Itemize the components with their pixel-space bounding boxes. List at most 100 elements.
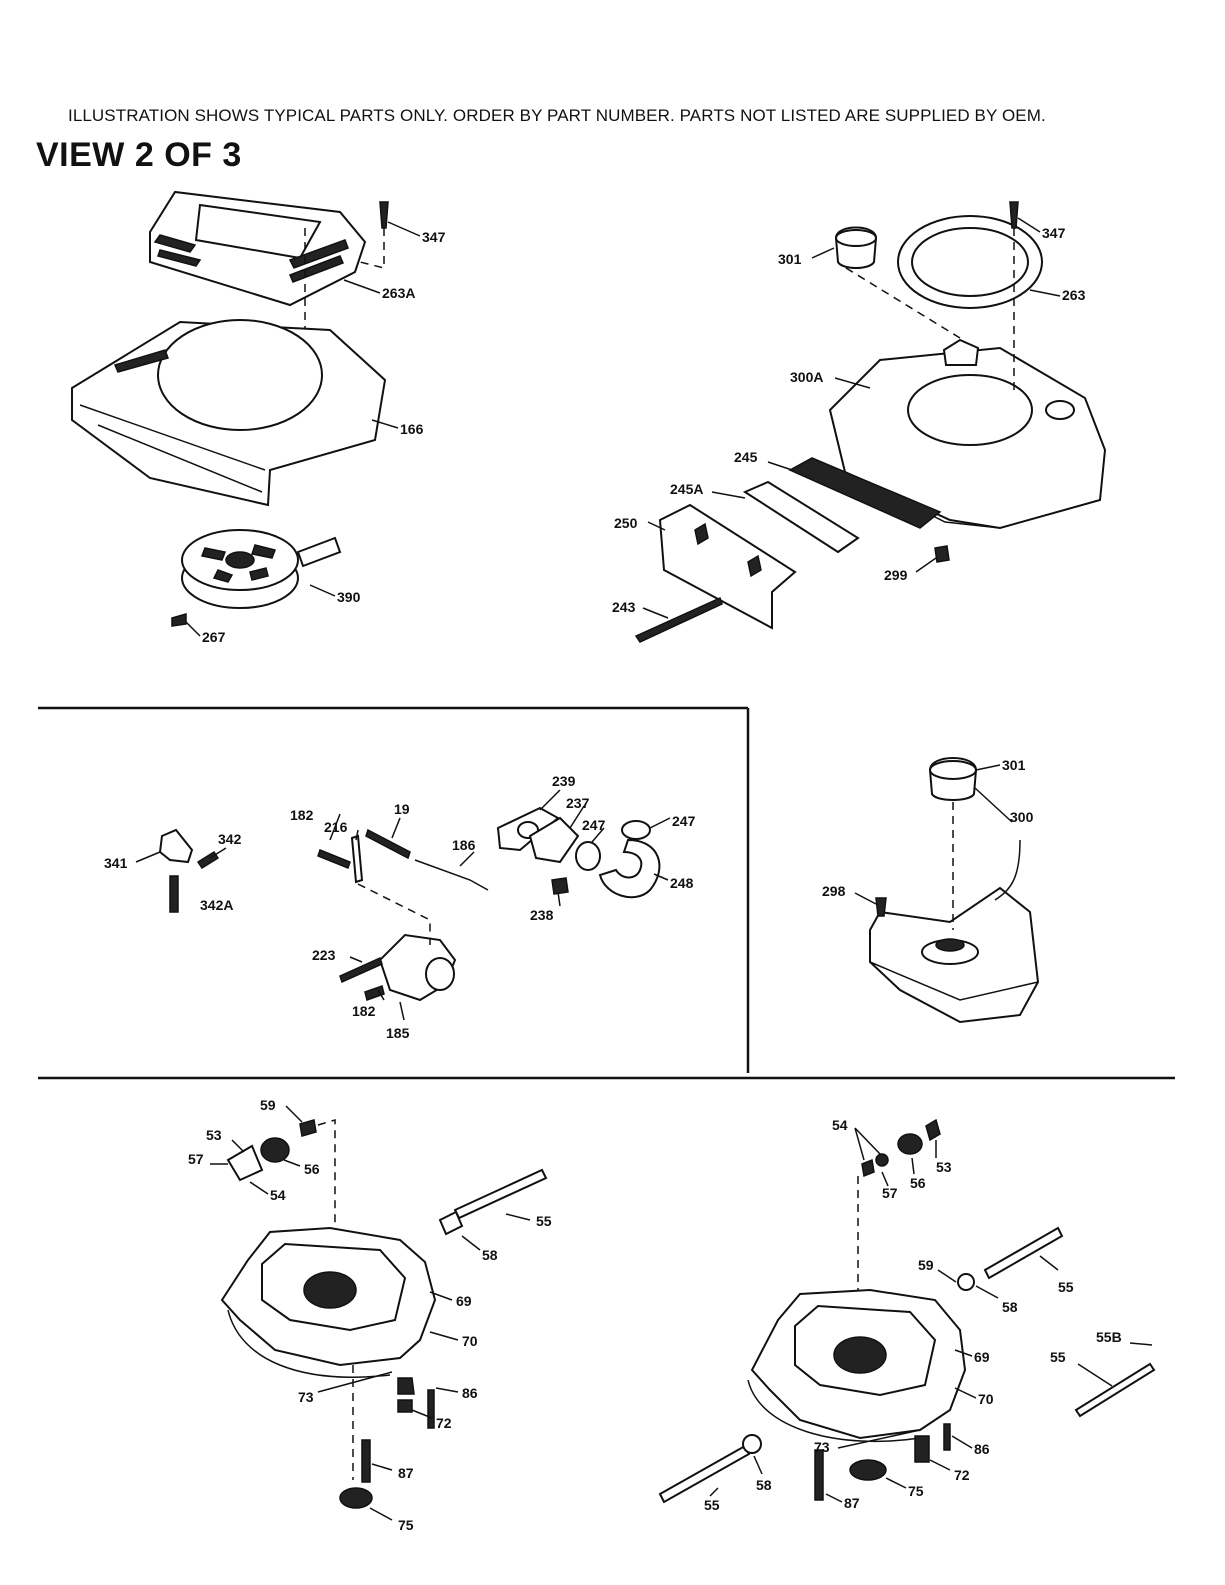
callout-label: 300A (790, 369, 823, 385)
callout-label: 267 (202, 629, 226, 645)
callout-label: 57 (188, 1151, 204, 1167)
nut-299 (934, 545, 950, 563)
callout-label: 19 (394, 801, 410, 817)
callout-label: 300 (1010, 809, 1034, 825)
callout-label: 263 (1062, 287, 1086, 303)
screw-267 (171, 613, 187, 627)
callout-label: 237 (566, 795, 590, 811)
callout-label: 299 (884, 567, 908, 583)
cover-250 (658, 503, 797, 630)
fuel-cap-301-top (834, 226, 878, 269)
callout-label: 87 (398, 1465, 414, 1481)
callout-label: 245A (670, 481, 703, 497)
callout-label: 54 (270, 1187, 286, 1203)
screw-342a (169, 875, 179, 913)
callout-label: 238 (530, 907, 554, 923)
callout-label: 263A (382, 285, 415, 301)
callouts-middle-right: 301 300 298 (822, 757, 1034, 899)
callout-label: 55 (704, 1497, 720, 1513)
callouts-middle-left: 341 342 342A 182 216 19 186 223 182 185 … (104, 773, 696, 1041)
callout-label: 186 (452, 837, 476, 853)
callouts-top-right: 301 347 263 300A 245 245A 250 299 243 (612, 225, 1086, 615)
callout-label: 247 (582, 817, 606, 833)
fuel-tank-300 (869, 886, 1040, 1024)
filter-245 (788, 457, 942, 529)
callout-label: 347 (1042, 225, 1066, 241)
callout-label: 166 (400, 421, 424, 437)
crankcase-cover-left (220, 1226, 437, 1378)
callout-label: 341 (104, 855, 128, 871)
callout-label: 216 (324, 819, 348, 835)
leader-dashed-gear-left (317, 1118, 336, 1250)
callout-label: 58 (756, 1477, 772, 1493)
callout-label: 72 (436, 1415, 452, 1431)
view-title: VIEW 2 OF 3 (36, 136, 242, 174)
callout-label: 182 (352, 1003, 376, 1019)
rewind-starter-390 (181, 529, 342, 609)
screw-347-right (1009, 201, 1019, 229)
callout-label: 390 (337, 589, 361, 605)
air-cleaner-housing-300a (828, 338, 1107, 530)
callout-label: 86 (462, 1385, 478, 1401)
leader-dashed-347 (359, 228, 385, 269)
shaft-55-left (438, 1168, 548, 1236)
callout-label: 55B (1096, 1329, 1122, 1345)
callout-label: 75 (908, 1483, 924, 1499)
callout-label: 69 (974, 1349, 990, 1365)
housing-cover-263a (149, 190, 367, 307)
callout-label: 58 (1002, 1299, 1018, 1315)
carburetor-185 (339, 933, 457, 1002)
callout-label: 53 (206, 1127, 222, 1143)
callout-label: 342A (200, 897, 233, 913)
callouts-bottom-left: 59 53 57 56 54 55 58 69 70 73 72 86 87 7… (188, 1097, 552, 1533)
bracket-341 (158, 828, 194, 864)
callout-leaders (135, 217, 1153, 1521)
callout-label: 185 (386, 1025, 410, 1041)
callout-label: 87 (844, 1495, 860, 1511)
callout-label: 56 (304, 1161, 320, 1177)
callout-label: 301 (1002, 757, 1026, 773)
callout-label: 55 (1050, 1349, 1066, 1365)
screw-347-left (379, 201, 389, 229)
callout-label: 75 (398, 1517, 414, 1533)
callout-label: 59 (260, 1097, 276, 1113)
callouts-bottom-right: 54 53 57 56 59 58 55 55B 55 69 70 73 86 … (704, 1117, 1122, 1513)
callout-label: 247 (672, 813, 696, 829)
callout-label: 298 (822, 883, 846, 899)
gear-assembly-right (861, 1118, 941, 1178)
callout-label: 243 (612, 599, 636, 615)
callout-label: 55 (536, 1213, 552, 1229)
fasteners-bottom-left (339, 1377, 435, 1509)
callout-label: 70 (978, 1391, 994, 1407)
callout-label: 347 (422, 229, 446, 245)
callout-label: 57 (882, 1185, 898, 1201)
leader-dashed-carb (357, 883, 431, 945)
callout-label: 342 (218, 831, 242, 847)
fasteners-bottom-right (658, 1423, 951, 1504)
callout-label: 72 (954, 1467, 970, 1483)
callout-label: 223 (312, 947, 336, 963)
callout-label: 59 (918, 1257, 934, 1273)
callout-label: 250 (614, 515, 638, 531)
intake-parts (496, 806, 661, 899)
callouts-top-left: 347 263A 166 390 267 (202, 229, 446, 645)
ring-263 (897, 215, 1043, 309)
callout-label: 182 (290, 807, 314, 823)
shaft-55-right-far (1074, 1362, 1156, 1418)
callout-label: 73 (814, 1439, 830, 1455)
callout-label: 58 (482, 1247, 498, 1263)
callout-label: 56 (910, 1175, 926, 1191)
page-notice: ILLUSTRATION SHOWS TYPICAL PARTS ONLY. O… (68, 106, 1046, 125)
callout-label: 55 (1058, 1279, 1074, 1295)
callout-label: 248 (670, 875, 694, 891)
callout-label: 54 (832, 1117, 848, 1133)
fuel-cap-301-mid (928, 757, 978, 801)
callout-label: 239 (552, 773, 576, 789)
gasket-245a (742, 480, 860, 554)
callout-label: 53 (936, 1159, 952, 1175)
shaft-55-right-upper (957, 1226, 1064, 1291)
callout-label: 301 (778, 251, 802, 267)
callout-label: 70 (462, 1333, 478, 1349)
crankcase-cover-right (747, 1288, 967, 1443)
